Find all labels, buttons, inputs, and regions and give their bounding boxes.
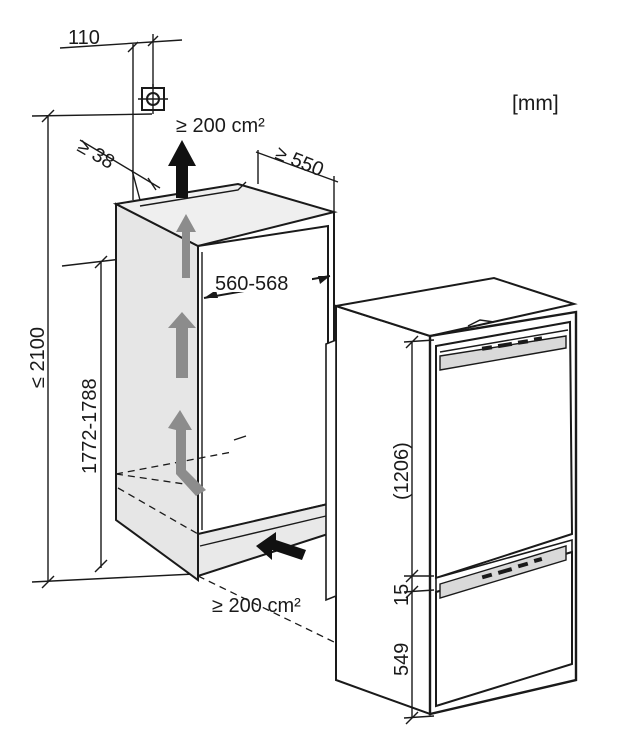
dim-38-label: ≥ 38	[74, 135, 119, 173]
airflow-arrow-icon	[168, 214, 206, 496]
dim-2100-label: ≤ 2100	[27, 327, 49, 388]
dimension-560-568: 560-568	[203, 266, 331, 299]
top-vent-label: ≥ 200 cm²	[176, 115, 265, 137]
bottom-vent-label: ≥ 200 cm²	[212, 595, 301, 617]
niche-cabinet	[112, 181, 338, 643]
dimension-2100: ≤ 2100	[27, 109, 195, 589]
dim-15-label: 15	[391, 584, 413, 606]
dimension-1772-1788: 1772-1788	[61, 249, 199, 573]
dim-560-568-label: 560-568	[215, 273, 288, 295]
dimension-38: ≥ 38	[74, 135, 161, 201]
socket-icon	[138, 84, 168, 114]
dim-1772-1788-label: 1772-1788	[79, 378, 101, 474]
dim-549-label: 549	[391, 643, 413, 676]
outflow-arrow-icon	[168, 140, 196, 198]
dimension-appliance-heights: (1206) 15 549	[391, 335, 435, 725]
appliance-refrigerator	[325, 276, 578, 716]
dim-110-label: 110	[68, 27, 100, 49]
units-label: [mm]	[512, 92, 559, 115]
dim-550-label: ≥ 550	[272, 142, 327, 181]
dim-1206-label: (1206)	[391, 442, 413, 500]
inflow-arrow-icon	[256, 532, 306, 560]
dimension-110: 110	[59, 27, 183, 200]
